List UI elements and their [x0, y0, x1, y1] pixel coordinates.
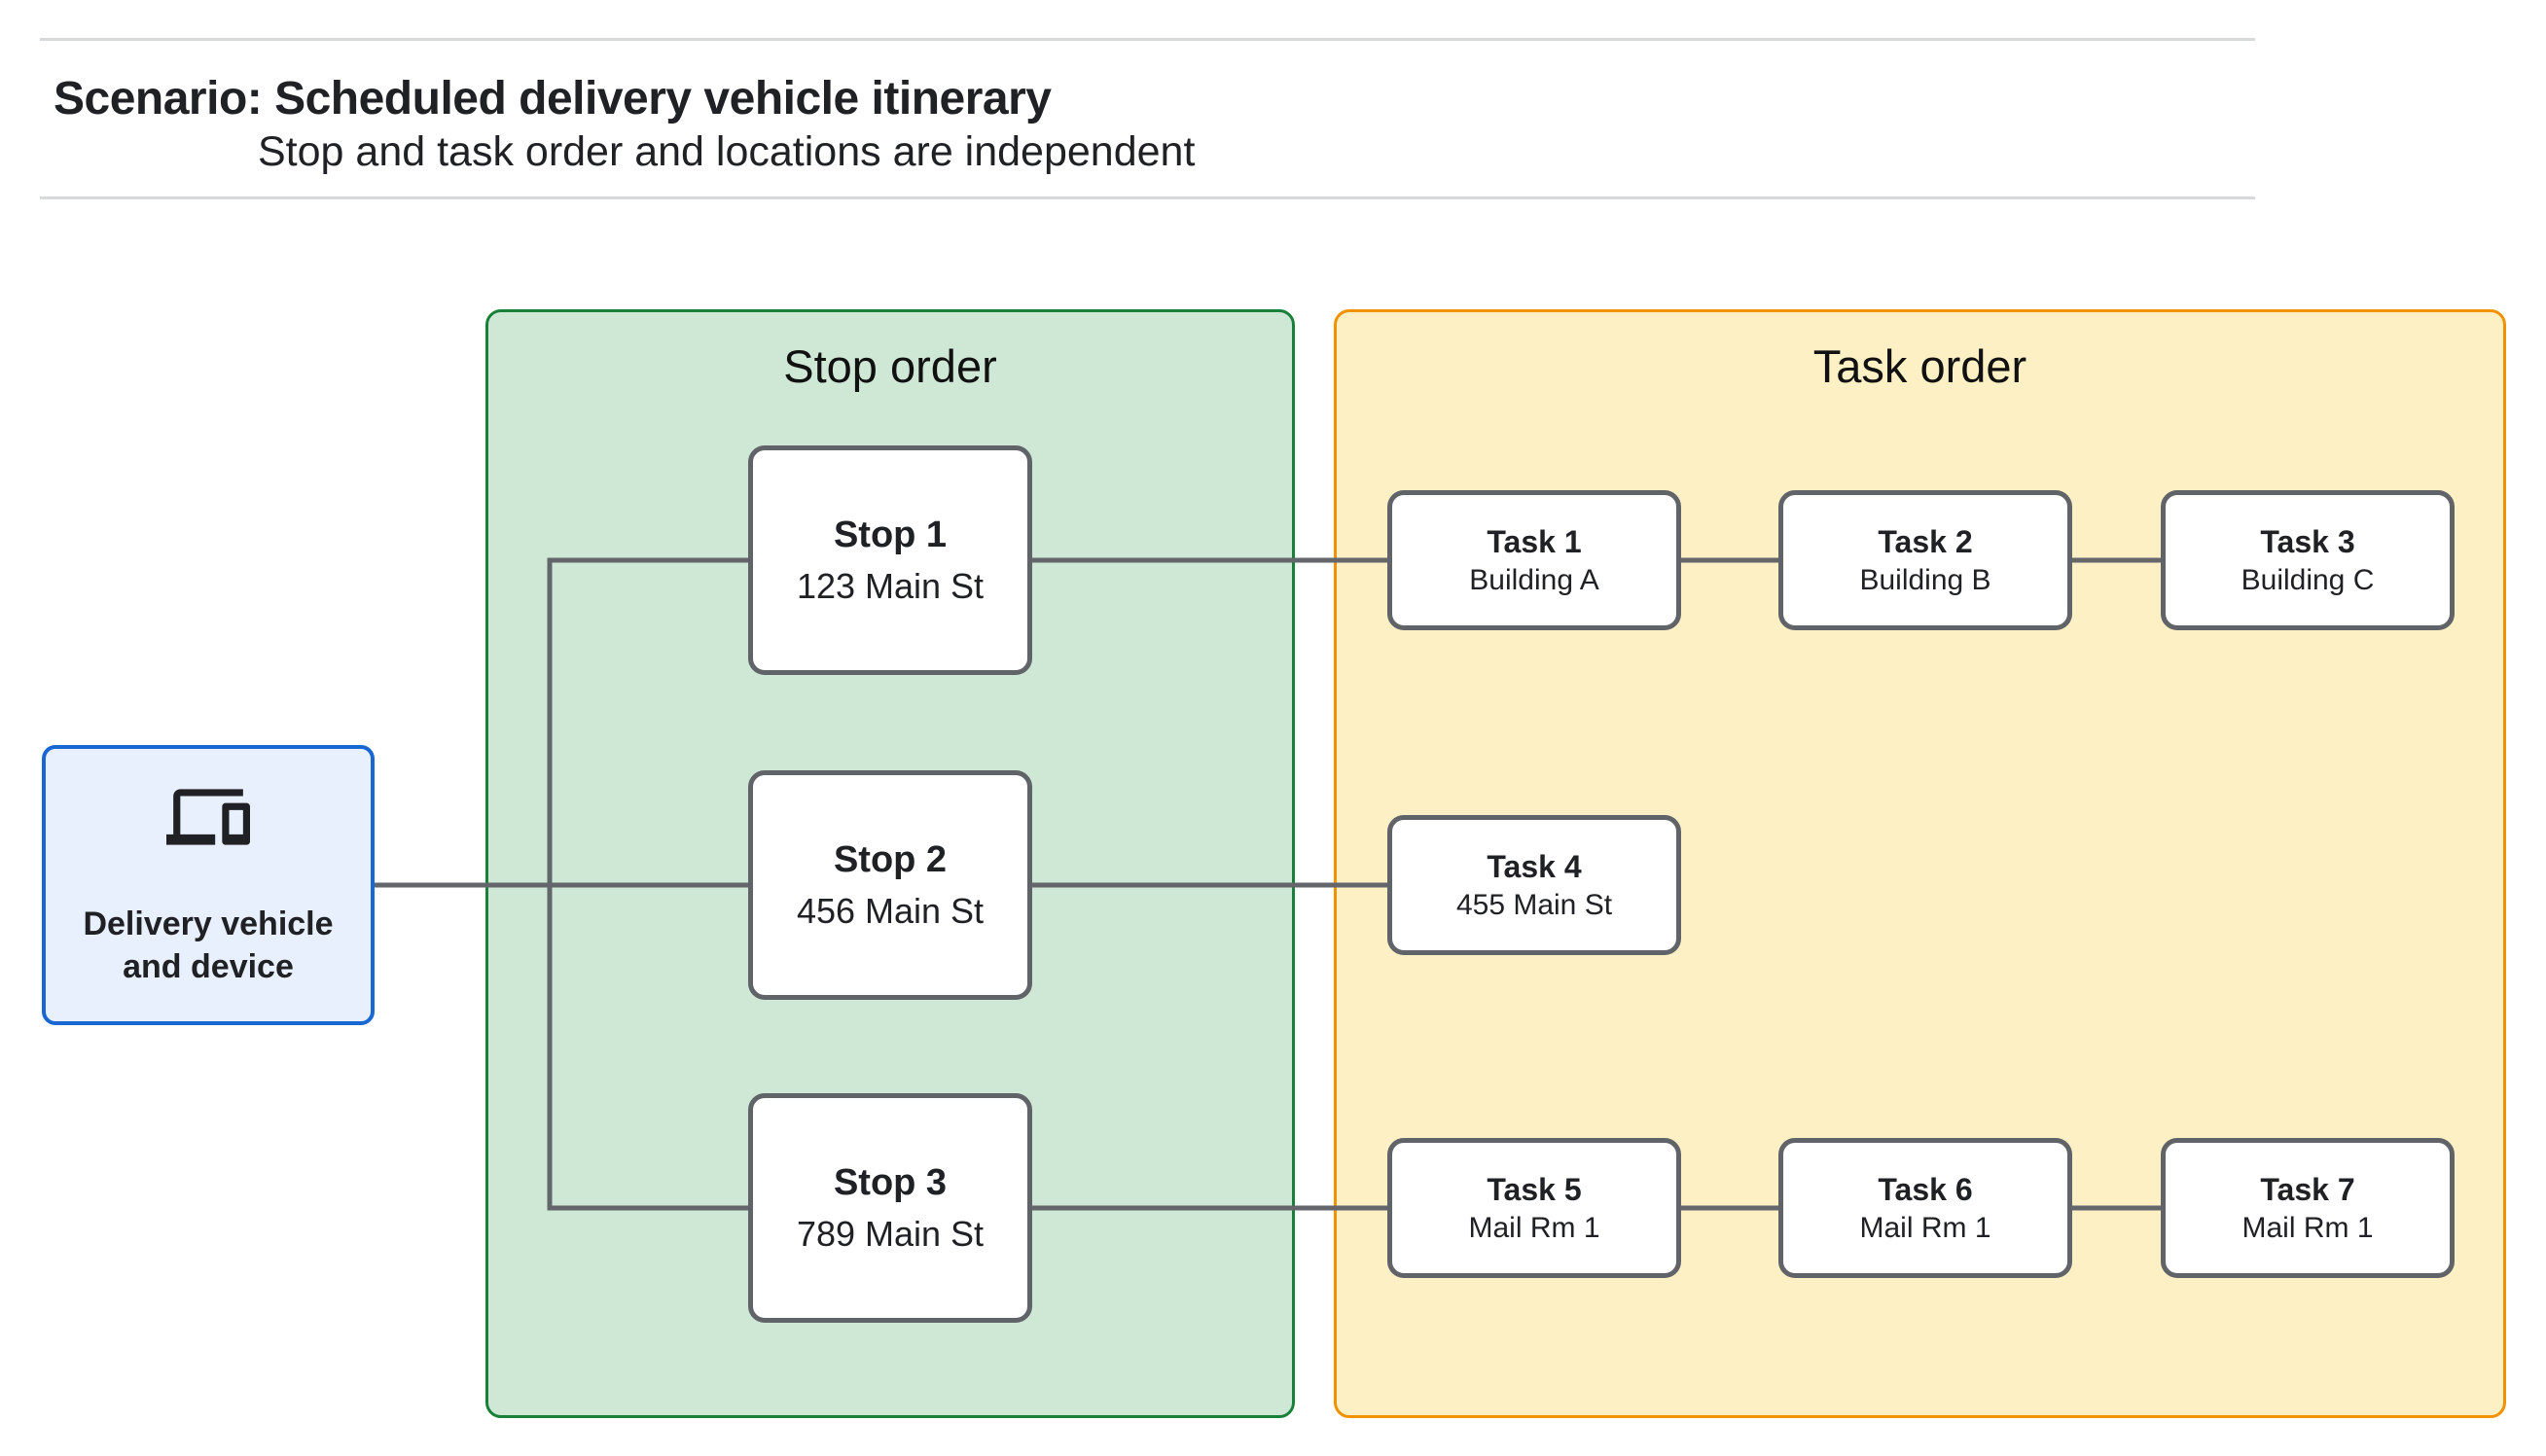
vehicle-node-label: Delivery vehicle and device — [83, 905, 334, 985]
task-2-title: Task 2 — [1878, 523, 1973, 559]
task-5-node: Task 5 Mail Rm 1 — [1387, 1138, 1681, 1278]
task-5-title: Task 5 — [1487, 1171, 1582, 1207]
stop-3-title: Stop 3 — [833, 1161, 948, 1203]
task-6-node: Task 6 Mail Rm 1 — [1778, 1138, 2072, 1278]
stop-3-node: Stop 3 789 Main St — [748, 1093, 1032, 1323]
title-divider — [40, 196, 2255, 199]
task-order-title: Task order — [1812, 340, 2027, 392]
stop-1-title: Stop 1 — [833, 514, 948, 555]
stop-1-address: 123 Main St — [796, 565, 985, 606]
edge-branch-stop1-stop3 — [547, 557, 751, 1211]
task-3-location: Building C — [2241, 563, 2375, 596]
stop-2-address: 456 Main St — [796, 890, 985, 931]
top-divider — [40, 38, 2255, 41]
task-1-node: Task 1 Building A — [1387, 490, 1681, 630]
task-4-node: Task 4 455 Main St — [1387, 815, 1681, 955]
task-5-location: Mail Rm 1 — [1468, 1211, 1600, 1244]
page-subtitle: Stop and task order and locations are in… — [258, 128, 1196, 175]
task-7-title: Task 7 — [2260, 1171, 2355, 1207]
task-2-location: Building B — [1859, 563, 1991, 596]
stop-order-title: Stop order — [783, 340, 997, 392]
task-6-title: Task 6 — [1878, 1171, 1973, 1207]
task-7-node: Task 7 Mail Rm 1 — [2161, 1138, 2455, 1278]
stop-2-node: Stop 2 456 Main St — [748, 770, 1032, 1000]
task-1-location: Building A — [1469, 563, 1599, 596]
page-title: Scenario: Scheduled delivery vehicle iti… — [54, 73, 1052, 124]
task-4-title: Task 4 — [1487, 848, 1582, 884]
task-3-title: Task 3 — [2260, 523, 2355, 559]
task-1-title: Task 1 — [1487, 523, 1582, 559]
task-6-location: Mail Rm 1 — [1859, 1211, 1991, 1244]
task-3-node: Task 3 Building C — [2161, 490, 2455, 630]
task-4-location: 455 Main St — [1455, 888, 1613, 921]
stop-3-address: 789 Main St — [796, 1213, 985, 1254]
task-7-location: Mail Rm 1 — [2241, 1211, 2374, 1244]
devices-icon — [166, 782, 250, 852]
stop-2-title: Stop 2 — [833, 838, 948, 880]
delivery-vehicle-node: Delivery vehicle and device — [42, 745, 375, 1025]
task-2-node: Task 2 Building B — [1778, 490, 2072, 630]
stop-1-node: Stop 1 123 Main St — [748, 445, 1032, 675]
